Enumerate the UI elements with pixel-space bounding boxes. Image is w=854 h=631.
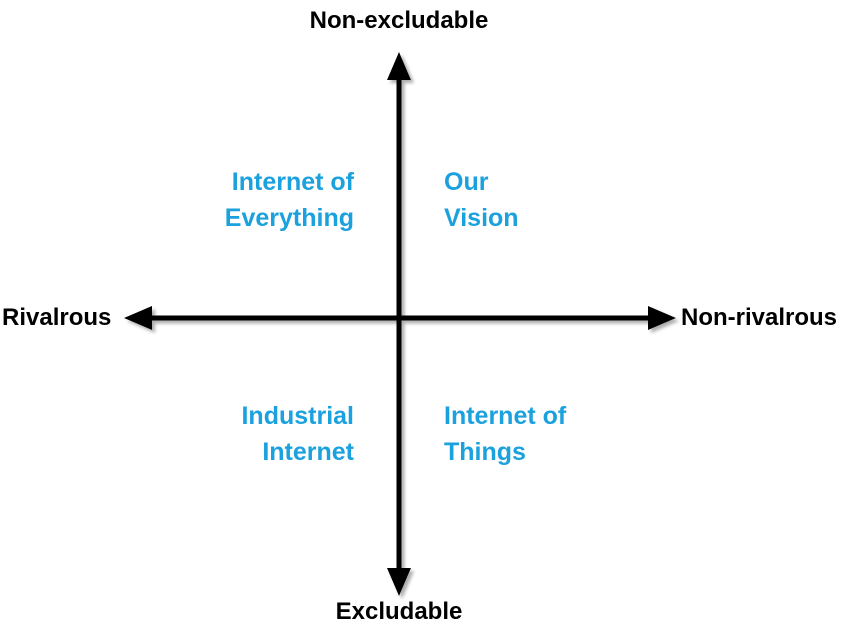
quadrant-bottom-left-line1: Industrial: [241, 402, 354, 430]
quadrant-top-right: Our Vision: [444, 164, 519, 236]
quadrant-bottom-left-line2: Internet: [262, 438, 354, 466]
quadrant-top-right-line1: Our: [444, 168, 489, 196]
quadrant-bottom-right-line1: Internet of: [444, 402, 567, 430]
quadrant-top-right-line2: Vision: [444, 204, 519, 232]
quadrant-top-left-line2: Everything: [224, 204, 354, 232]
axis-label-right: Non-rivalrous: [681, 304, 838, 331]
quadrant-bottom-left: Industrial Internet: [241, 398, 354, 470]
arrow-left-icon: [124, 306, 152, 330]
axis-label-bottom: Excludable: [335, 598, 463, 625]
quadrant-top-left-line1: Internet of: [231, 168, 354, 196]
quadrant-bottom-right-line2: Things: [444, 438, 526, 466]
quadrant-bottom-right: Internet of Things: [444, 398, 566, 470]
arrow-down-icon: [387, 568, 411, 596]
arrow-up-icon: [387, 52, 411, 80]
quadrant-top-left: Internet of Everything: [225, 164, 354, 236]
axis-label-left: Rivalrous: [2, 304, 112, 331]
arrow-right-icon: [648, 306, 676, 330]
axis-label-top: Non-excludable: [309, 7, 489, 34]
